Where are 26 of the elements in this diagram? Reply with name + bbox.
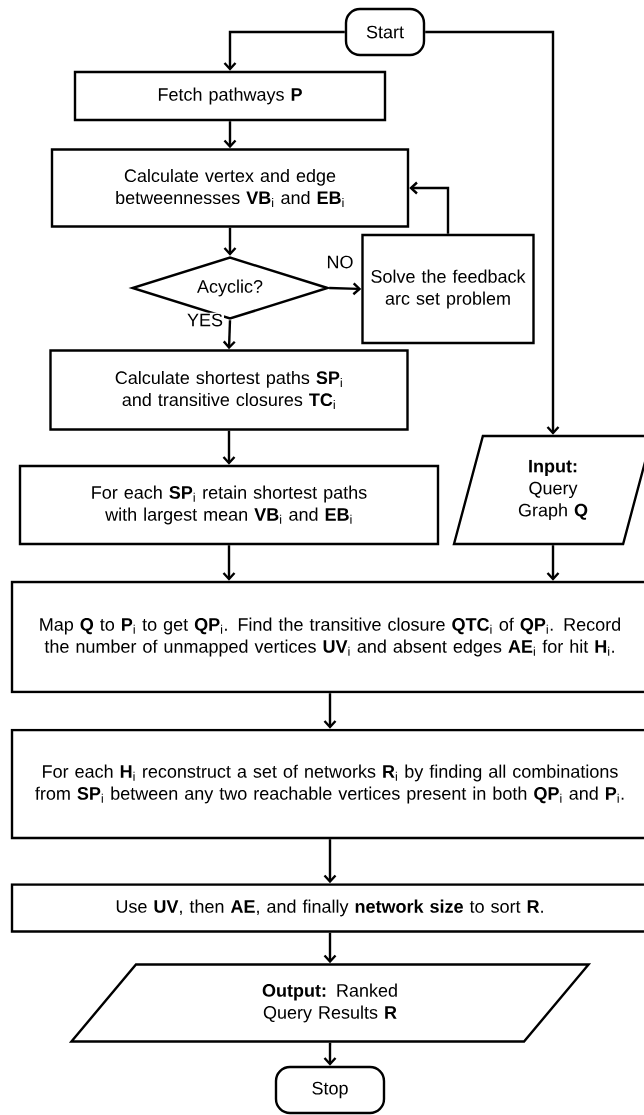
arrow [329, 282, 362, 296]
arrow [323, 839, 337, 884]
arrow [223, 121, 237, 149]
arrow [425, 30, 560, 435]
arrow [223, 227, 237, 256]
input-output-box: Input: Query Graph Q [452, 434, 644, 546]
process-box: Use UV, then AE, and finally network size to sort R. [10, 883, 644, 933]
arrow [323, 693, 337, 729]
terminal-box: Start [344, 7, 426, 57]
arrow [222, 430, 236, 465]
arrow [323, 1042, 337, 1066]
arrow [546, 545, 560, 581]
process-box: Fetch pathways P [73, 70, 387, 122]
edge-label: YES [186, 312, 224, 328]
process-box: Calculate shortest paths SP$_{i}$ and transitive closures TC$_{i}$ [49, 349, 409, 431]
process-box: Map Q to P$_{i}$ to get QP$_{i}$. Find the transitive closure QTC$_{i}$ of QP$_{i}$. Record the number of unmapped vertices UV$_{i}$ and absent edges AE$_{i}$ for hit H$_{i}$. [10, 580, 644, 694]
arrow [223, 30, 345, 71]
process-box: For each SP$_{i}$ retain shortest paths with largest mean VB$_{i}$ and EB$_{i}$ [18, 464, 440, 546]
arrow [222, 545, 236, 581]
terminal-box: Stop [274, 1065, 386, 1115]
arrow [222, 320, 236, 350]
process-box: Solve the feedback arc set problem [361, 233, 535, 345]
arrow [409, 181, 450, 234]
process-box: For each H$_{i}$ reconstruct a set of networks R$_{i}$ by finding all combinations from SP$_{i}$ between any two reachable vertices present in both QP$_{i}$ and P$_{i}$. [10, 728, 644, 840]
arrow [323, 932, 337, 964]
process-box: Calculate vertex and edge betweennesses VB$_{i}$ and EB$_{i}$ [50, 148, 410, 228]
